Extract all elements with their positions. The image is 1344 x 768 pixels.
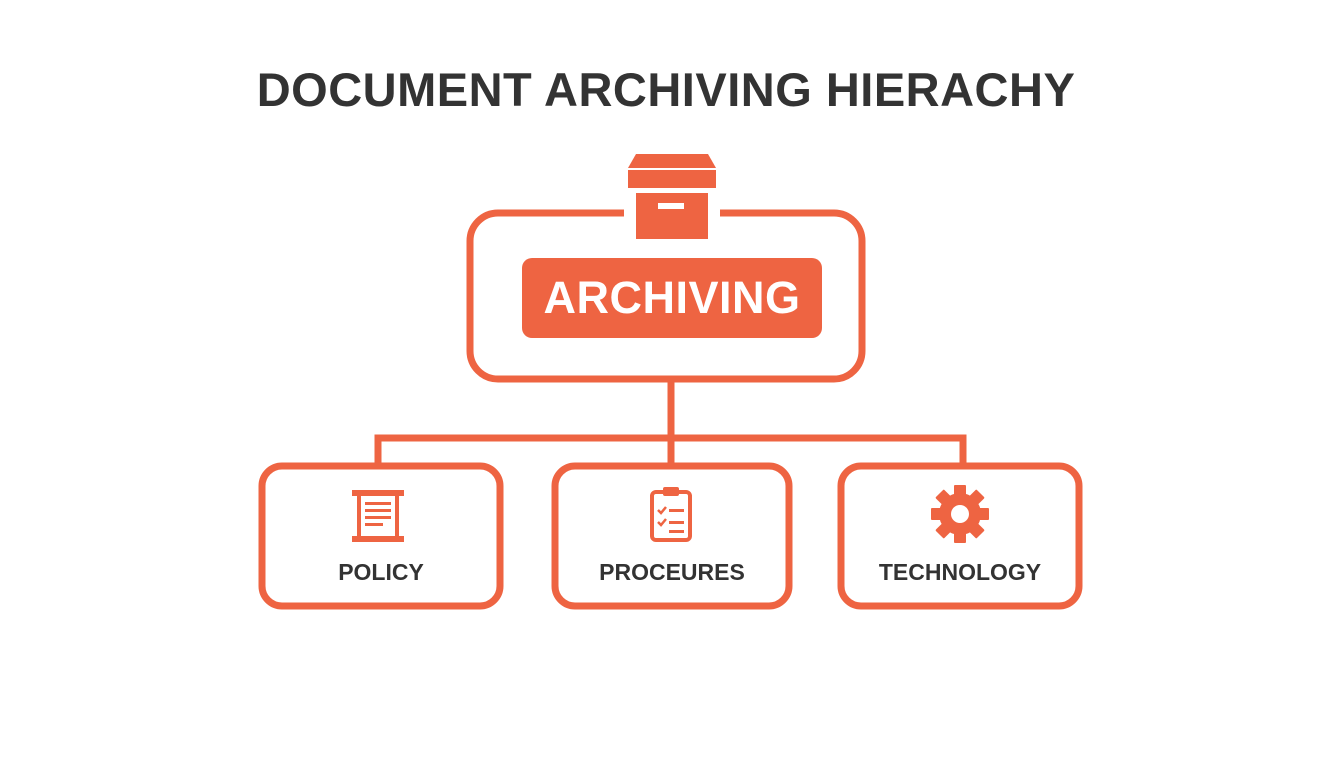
child-node-label-technology: TECHNOLOGY <box>878 558 1042 585</box>
root-label-pill <box>522 258 822 338</box>
child-node-label-policy: POLICY <box>338 558 424 585</box>
child-node-frame-technology <box>837 462 1083 610</box>
diagram-title: DOCUMENT ARCHIVING HIERACHY <box>256 63 1076 116</box>
connector-lines <box>374 378 967 470</box>
child-node-frame-policy <box>258 462 504 610</box>
gear-icon <box>931 485 989 543</box>
document-scroll-icon <box>352 490 404 542</box>
archive-box-icon <box>628 154 716 239</box>
clipboard-checklist-icon <box>650 487 692 542</box>
child-node-frame-proceures <box>551 462 793 610</box>
child-node-label-proceures: PROCEURES <box>599 558 745 585</box>
root-node-label: ARCHIVING <box>543 272 801 323</box>
